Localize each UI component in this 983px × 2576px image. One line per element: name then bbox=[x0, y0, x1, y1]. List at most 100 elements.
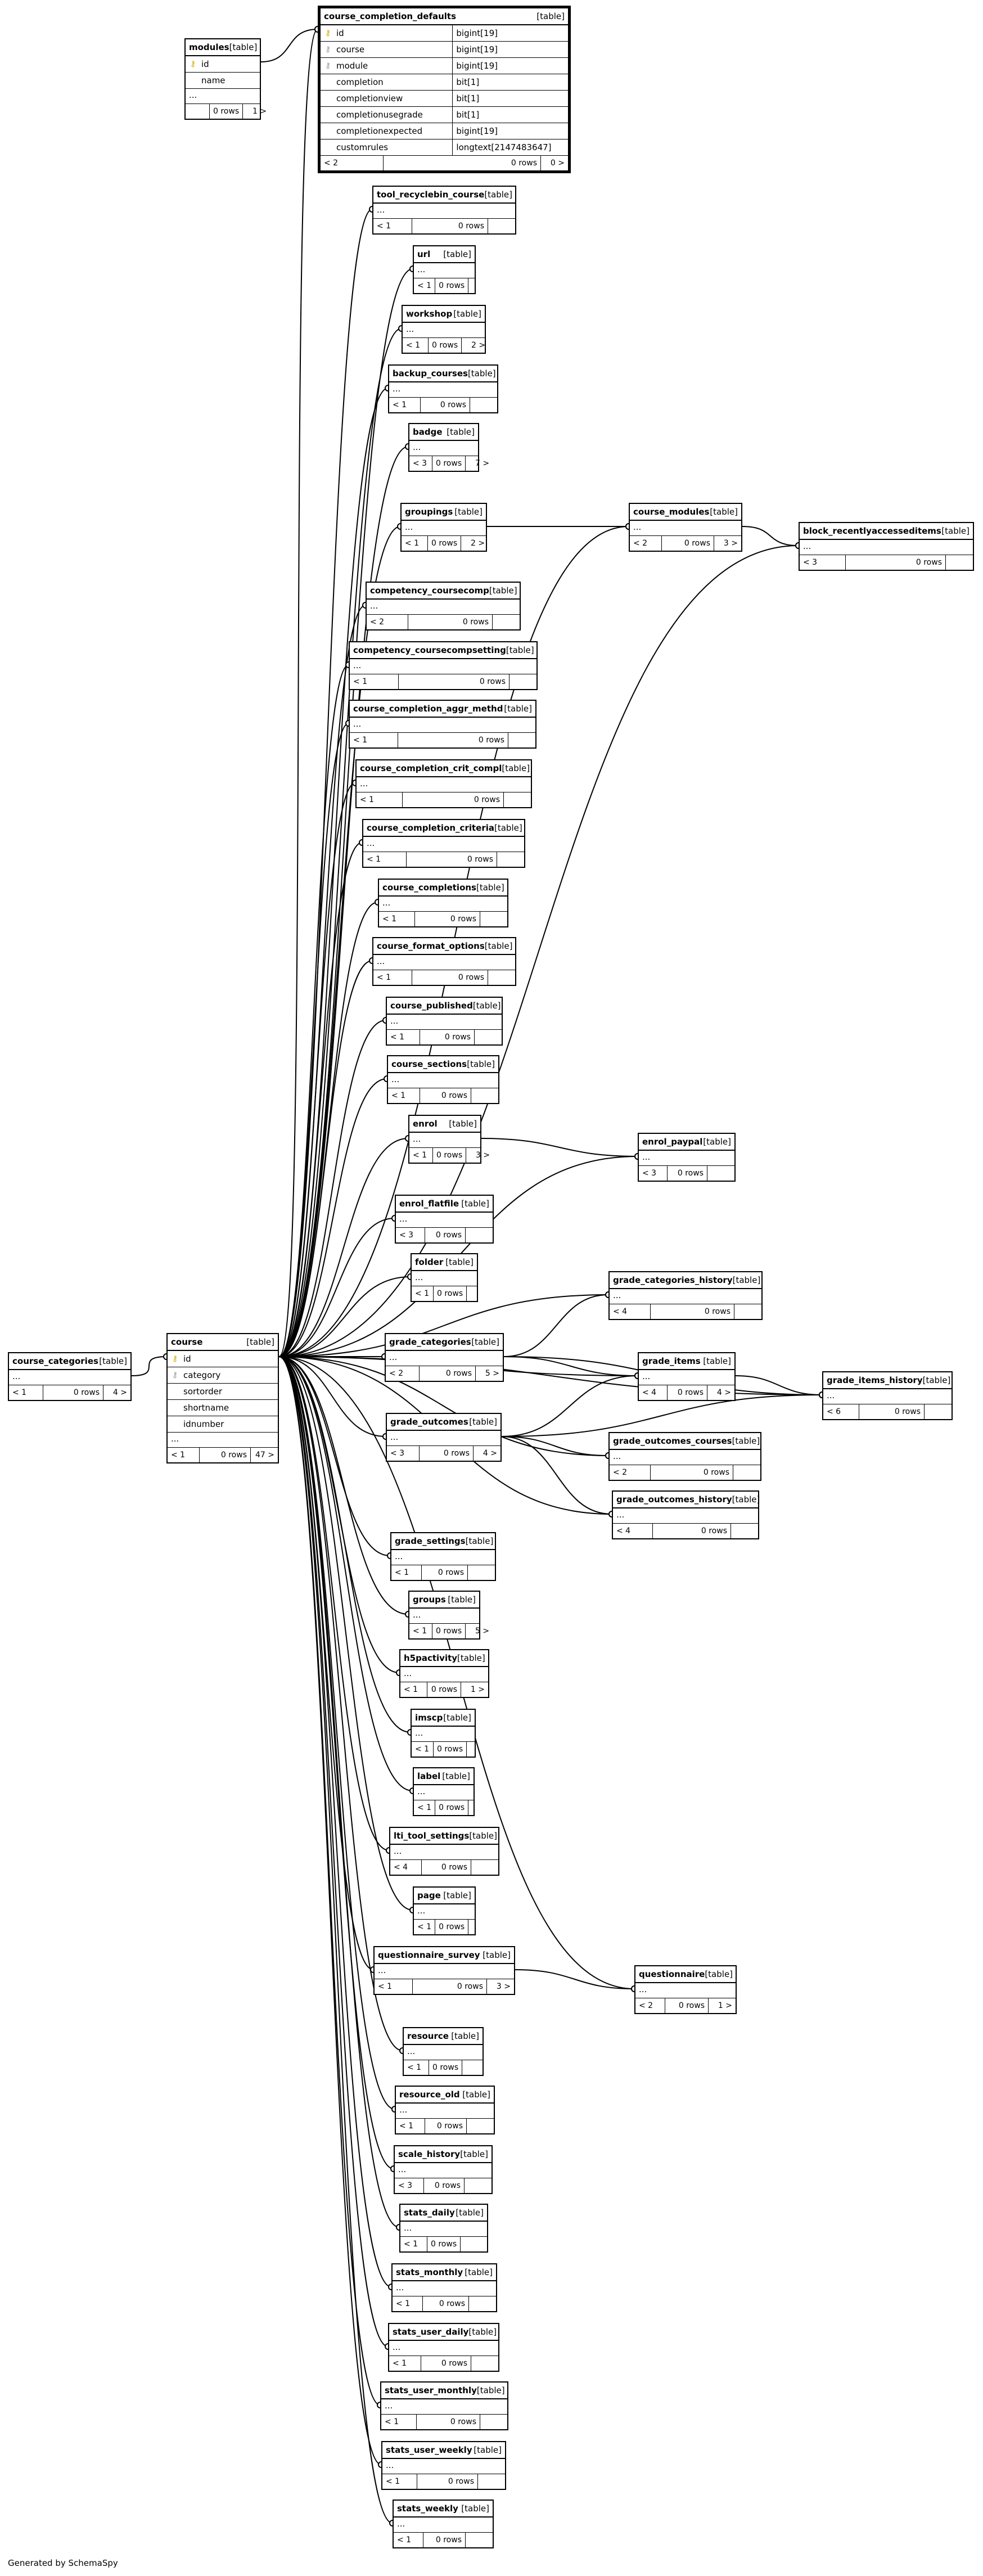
children-count[interactable]: 4 > bbox=[112, 1388, 127, 1397]
children-count[interactable] bbox=[465, 2178, 492, 2193]
table-name[interactable]: course bbox=[171, 1337, 203, 1347]
children-count[interactable]: 5 > bbox=[485, 1369, 499, 1378]
table-name[interactable]: course_categories bbox=[12, 1356, 98, 1366]
children-count[interactable] bbox=[733, 1465, 760, 1480]
table-name[interactable]: folder bbox=[415, 1257, 444, 1267]
parents-count[interactable]: < 1 bbox=[409, 1624, 432, 1638]
children-count[interactable] bbox=[925, 1404, 952, 1419]
parents-count[interactable]: < 1 bbox=[168, 1448, 200, 1462]
table-block-recentlyaccesseditems[interactable]: block_recentlyaccesseditems[table]...< 3… bbox=[799, 522, 974, 571]
table-name[interactable]: groups bbox=[413, 1595, 446, 1605]
children-count[interactable] bbox=[475, 1030, 502, 1044]
table-name[interactable]: stats_user_weekly bbox=[386, 2445, 472, 2455]
column-row[interactable]: name bbox=[186, 73, 260, 89]
children-count[interactable] bbox=[488, 970, 515, 985]
parents-count[interactable]: < 1 bbox=[373, 970, 412, 985]
children-count[interactable]: 2 > bbox=[471, 341, 486, 350]
children-count[interactable] bbox=[480, 2415, 507, 2429]
parents-count[interactable]: < 1 bbox=[373, 219, 412, 233]
parents-count[interactable]: < 3 bbox=[387, 1446, 420, 1461]
table-course-completion-crit-compl[interactable]: course_completion_crit_compl[table]...< … bbox=[355, 759, 532, 808]
children-count[interactable] bbox=[509, 674, 536, 689]
parents-count[interactable]: < 1 bbox=[388, 1088, 420, 1103]
children-count[interactable] bbox=[471, 2356, 498, 2371]
parents-count[interactable]: < 1 bbox=[394, 2533, 423, 2547]
table-name[interactable]: course_completion_defaults bbox=[324, 11, 457, 21]
table-name[interactable]: lti_tool_settings bbox=[394, 1831, 470, 1841]
parents-count[interactable]: < 1 bbox=[393, 2296, 423, 2311]
parents-count[interactable]: < 2 bbox=[610, 1465, 651, 1480]
parents-count[interactable]: < 1 bbox=[350, 733, 398, 747]
children-count[interactable]: 3 > bbox=[723, 539, 738, 548]
table-course-completion-aggr-methd[interactable]: course_completion_aggr_methd[table]...< … bbox=[349, 700, 536, 749]
parents-count[interactable]: < 1 bbox=[409, 1148, 433, 1163]
children-count[interactable] bbox=[468, 1565, 495, 1580]
children-count[interactable] bbox=[462, 2060, 489, 2075]
table-name[interactable]: h5pactivity bbox=[404, 1653, 458, 1663]
parents-count[interactable]: < 1 bbox=[403, 338, 429, 353]
table-name[interactable]: competency_coursecompsetting bbox=[353, 645, 506, 655]
table-name[interactable]: badge bbox=[413, 427, 443, 437]
parents-count[interactable]: < 2 bbox=[367, 615, 408, 629]
table-name[interactable]: groupings bbox=[405, 507, 453, 517]
children-count[interactable]: 7 > bbox=[475, 459, 490, 468]
children-count[interactable]: 47 > bbox=[255, 1451, 274, 1460]
table-name[interactable]: grade_categories bbox=[389, 1337, 471, 1347]
table-name[interactable]: grade_items bbox=[642, 1356, 701, 1366]
children-count[interactable]: 3 > bbox=[476, 1151, 490, 1160]
parents-count[interactable]: < 1 bbox=[389, 2356, 421, 2371]
parents-count[interactable]: < 1 bbox=[402, 536, 428, 551]
children-count[interactable] bbox=[508, 733, 535, 747]
children-count[interactable] bbox=[493, 615, 520, 629]
column-row[interactable]: shortname bbox=[168, 1400, 278, 1416]
parents-count[interactable]: < 1 bbox=[381, 2415, 417, 2429]
parents-count[interactable]: < 1 bbox=[404, 2060, 429, 2075]
parents-count[interactable]: < 4 bbox=[390, 1860, 422, 1875]
parents-count[interactable]: < 1 bbox=[400, 2237, 427, 2251]
table-name[interactable]: stats_monthly bbox=[396, 2267, 463, 2277]
table-name[interactable]: block_recentlyaccesseditems bbox=[803, 526, 941, 536]
column-row[interactable]: idnumber bbox=[168, 1416, 278, 1433]
children-count[interactable] bbox=[946, 555, 973, 570]
parents-count[interactable]: < 1 bbox=[375, 1979, 413, 1994]
parents-count[interactable]: < 4 bbox=[613, 1524, 653, 1538]
table-name[interactable]: course_completion_crit_compl bbox=[360, 763, 502, 773]
table-name[interactable]: enrol bbox=[413, 1119, 438, 1129]
table-name[interactable]: workshop bbox=[406, 309, 453, 319]
parents-count[interactable] bbox=[186, 104, 210, 119]
children-count[interactable] bbox=[467, 1742, 494, 1757]
table-name[interactable]: enrol_paypal bbox=[642, 1137, 703, 1147]
parents-count[interactable]: < 1 bbox=[412, 1286, 434, 1301]
children-count[interactable] bbox=[466, 1228, 493, 1242]
table-name[interactable]: imscp bbox=[415, 1713, 443, 1723]
parents-count[interactable]: < 1 bbox=[379, 912, 415, 926]
children-count[interactable] bbox=[468, 278, 495, 293]
table-name[interactable]: scale_history bbox=[398, 2149, 461, 2159]
parents-count[interactable]: < 2 bbox=[635, 1998, 665, 2013]
children-count[interactable] bbox=[468, 1920, 495, 1934]
table-name[interactable]: course_published bbox=[390, 1001, 473, 1011]
parents-count[interactable]: < 2 bbox=[321, 156, 384, 170]
